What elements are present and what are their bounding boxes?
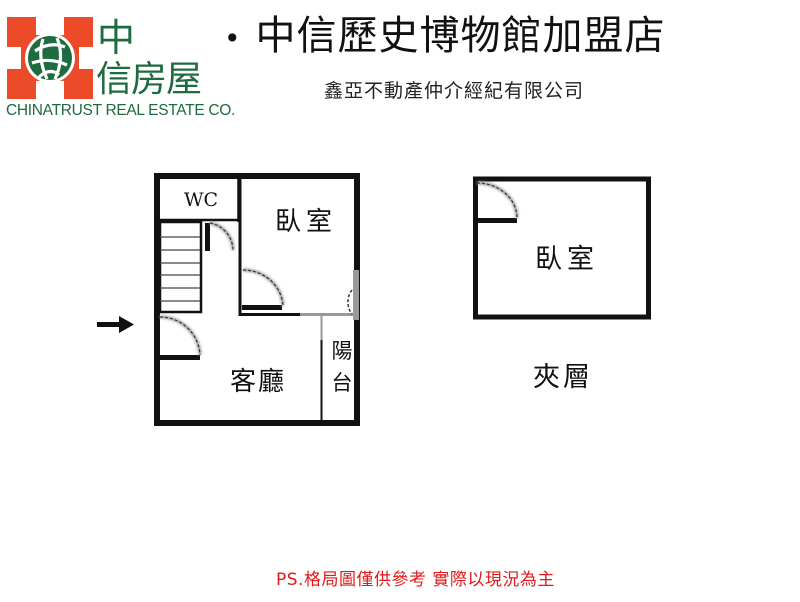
- mezzanine-room-label-bedroom: 臥室: [535, 244, 599, 275]
- mezzanine-bedroom-door: [476, 181, 519, 223]
- logo-brand-en: CHINATRUST REAL ESTATE CO.: [6, 102, 236, 119]
- room-bedroom-walls: [238, 179, 359, 320]
- title-bullet: •: [224, 21, 242, 55]
- company-logo: 中 信房屋 CHINATRUST REAL ESTATE CO.: [4, 12, 235, 122]
- room-label-balcony-1: 陽: [332, 339, 353, 363]
- company-subtitle: 鑫亞不動產仲介經紀有限公司: [324, 80, 585, 102]
- mezzanine-label: 夾層: [533, 362, 593, 393]
- room-label-balcony-2: 台: [332, 371, 353, 395]
- page-title: • 中信歷史博物館加盟店: [224, 14, 666, 58]
- entrance-door: [159, 315, 202, 360]
- bedroom-door: [242, 268, 285, 310]
- logo-brand-cn-line1: 中: [97, 16, 136, 60]
- chinatrust-logo-mark-icon: [7, 17, 93, 99]
- arrow-right-icon: [97, 316, 134, 333]
- disclaimer-note: PS.格局圖僅供參考 實際以現況為主: [276, 570, 555, 590]
- store-name: 中信歷史博物館加盟店: [255, 13, 666, 59]
- mezzanine-outer-wall: [473, 176, 651, 320]
- room-label-bedroom: 臥室: [275, 207, 337, 237]
- room-label-wc: WC: [184, 189, 218, 211]
- balcony-door-arc: [347, 289, 353, 315]
- staircase: [158, 220, 203, 314]
- logo-brand-cn-line2: 信房屋: [96, 59, 202, 100]
- floor-plan-mezzanine: 臥室 夾層: [473, 176, 651, 393]
- floor-plan-main: WC 臥室 客廳 陽 台: [97, 173, 360, 426]
- wc-door: [205, 221, 235, 251]
- room-label-living-room: 客廳: [230, 367, 286, 397]
